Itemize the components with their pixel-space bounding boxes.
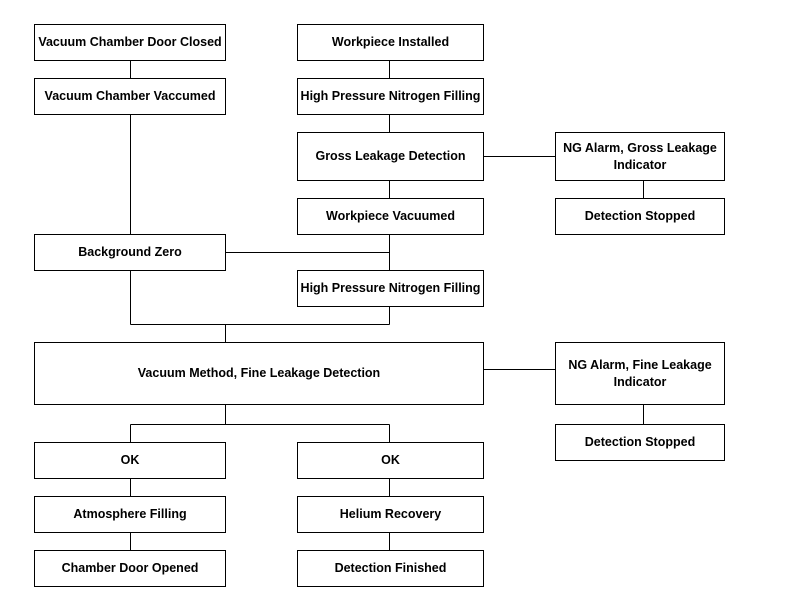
node-ng-alarm-gross-leakage: NG Alarm, Gross Leakage Indicator <box>555 132 725 181</box>
node-helium-recovery: Helium Recovery <box>297 496 484 533</box>
node-vacuum-chamber-door-closed: Vacuum Chamber Door Closed <box>34 24 226 61</box>
node-detection-finished: Detection Finished <box>297 550 484 587</box>
node-detection-stopped-1: Detection Stopped <box>555 198 725 235</box>
node-high-pressure-nitrogen-filling-1: High Pressure Nitrogen Filling <box>297 78 484 115</box>
node-background-zero: Background Zero <box>34 234 226 271</box>
node-ng-alarm-fine-leakage: NG Alarm, Fine Leakage Indicator <box>555 342 725 405</box>
node-ok-right: OK <box>297 442 484 479</box>
node-chamber-door-opened: Chamber Door Opened <box>34 550 226 587</box>
node-workpiece-installed: Workpiece Installed <box>297 24 484 61</box>
node-atmosphere-filling: Atmosphere Filling <box>34 496 226 533</box>
node-fine-leakage-detection: Vacuum Method, Fine Leakage Detection <box>34 342 484 405</box>
node-vacuum-chamber-vaccumed: Vacuum Chamber Vaccumed <box>34 78 226 115</box>
node-detection-stopped-2: Detection Stopped <box>555 424 725 461</box>
node-high-pressure-nitrogen-filling-2: High Pressure Nitrogen Filling <box>297 270 484 307</box>
node-workpiece-vacuumed: Workpiece Vacuumed <box>297 198 484 235</box>
node-ok-left: OK <box>34 442 226 479</box>
node-gross-leakage-detection: Gross Leakage Detection <box>297 132 484 181</box>
